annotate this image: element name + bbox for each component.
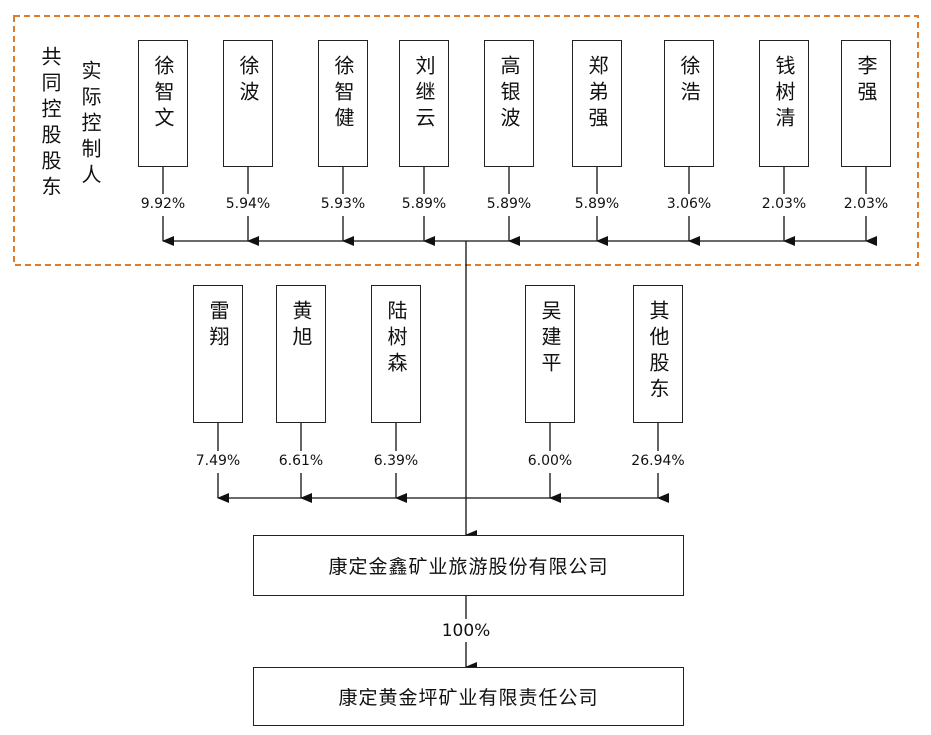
shareholding-pct: 5.89% xyxy=(401,196,447,212)
shareholding-pct: 5.89% xyxy=(574,196,620,212)
company-box: 康定金鑫矿业旅游股份有限公司 xyxy=(253,535,684,596)
mid-shareholder-box: 黄旭 xyxy=(276,285,326,423)
shareholding-pct: 5.93% xyxy=(320,196,366,212)
shareholding-pct: 3.06% xyxy=(666,196,712,212)
group-label-controllers: 实际控制人 xyxy=(78,60,102,190)
shareholder-name: 徐波 xyxy=(236,55,260,107)
shareholder-name: 徐智健 xyxy=(331,55,355,133)
mid-shareholder-box: 雷翔 xyxy=(193,285,243,423)
shareholder-name: 其他股东 xyxy=(646,300,670,404)
top-shareholder-box: 徐智健 xyxy=(318,40,368,167)
shareholding-pct: 2.03% xyxy=(761,196,807,212)
group-label-shareholders: 共同控股股东 xyxy=(38,46,62,202)
top-shareholder-box: 郑弟强 xyxy=(572,40,622,167)
top-shareholder-box: 钱树清 xyxy=(759,40,809,167)
shareholder-name: 陆树森 xyxy=(384,300,408,378)
top-shareholder-box: 徐智文 xyxy=(138,40,188,167)
shareholder-name: 李强 xyxy=(854,55,878,107)
shareholding-pct: 2.03% xyxy=(843,196,889,212)
top-shareholder-box: 徐波 xyxy=(223,40,273,167)
top-shareholder-box: 徐浩 xyxy=(664,40,714,167)
shareholding-pct: 5.94% xyxy=(225,196,271,212)
top-shareholder-box: 刘继云 xyxy=(399,40,449,167)
shareholder-name: 雷翔 xyxy=(206,300,230,352)
shareholder-name: 郑弟强 xyxy=(585,55,609,133)
mid-shareholder-box: 其他股东 xyxy=(633,285,683,423)
shareholder-name: 徐智文 xyxy=(151,55,175,133)
shareholder-name: 高银波 xyxy=(497,55,521,133)
shareholder-name: 徐浩 xyxy=(677,55,701,107)
shareholder-name: 刘继云 xyxy=(412,55,436,133)
shareholding-pct: 6.00% xyxy=(527,453,573,469)
shareholding-pct: 6.39% xyxy=(373,453,419,469)
shareholding-pct: 9.92% xyxy=(140,196,186,212)
subsidiary-box: 康定黄金坪矿业有限责任公司 xyxy=(253,667,684,726)
mid-shareholder-box: 吴建平 xyxy=(525,285,575,423)
shareholder-name: 钱树清 xyxy=(772,55,796,133)
shareholder-name: 黄旭 xyxy=(289,300,313,352)
shareholding-pct: 5.89% xyxy=(486,196,532,212)
top-shareholder-box: 高银波 xyxy=(484,40,534,167)
shareholding-pct: 26.94% xyxy=(631,453,685,469)
shareholding-pct: 7.49% xyxy=(195,453,241,469)
mid-shareholder-box: 陆树森 xyxy=(371,285,421,423)
top-shareholder-box: 李强 xyxy=(841,40,891,167)
ownership-pct: 100% xyxy=(441,621,491,641)
shareholding-pct: 6.61% xyxy=(278,453,324,469)
shareholder-name: 吴建平 xyxy=(538,300,562,378)
